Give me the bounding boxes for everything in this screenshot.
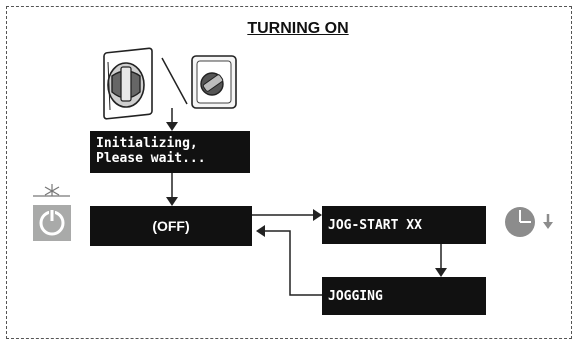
arrow-to-off bbox=[166, 173, 178, 206]
initializing-screen: Initializing, Please wait... bbox=[90, 131, 250, 173]
jogging-screen: JOGGING bbox=[322, 277, 486, 315]
down-arrow-icon bbox=[543, 214, 553, 229]
jog-start-screen: JOG-START XX bbox=[322, 206, 486, 244]
diagram-frame bbox=[6, 6, 572, 339]
arrow-return-to-off bbox=[256, 225, 322, 296]
initializing-line-1: Initializing, bbox=[96, 136, 198, 151]
arrow-to-jogging bbox=[435, 244, 447, 277]
power-led-blink-icon bbox=[33, 184, 70, 197]
separator-line bbox=[161, 57, 188, 105]
off-screen: (OFF) bbox=[90, 206, 252, 246]
initializing-line-2: Please wait... bbox=[96, 151, 206, 166]
arrow-to-initializing bbox=[166, 108, 178, 131]
diagram-title: TURNING ON bbox=[247, 20, 349, 37]
power-button-icon bbox=[33, 205, 71, 241]
rotary-switch-icon bbox=[103, 47, 153, 120]
timer-clock-icon bbox=[505, 207, 535, 237]
arrow-to-jog-start bbox=[252, 209, 322, 221]
key-switch-icon bbox=[191, 55, 237, 109]
